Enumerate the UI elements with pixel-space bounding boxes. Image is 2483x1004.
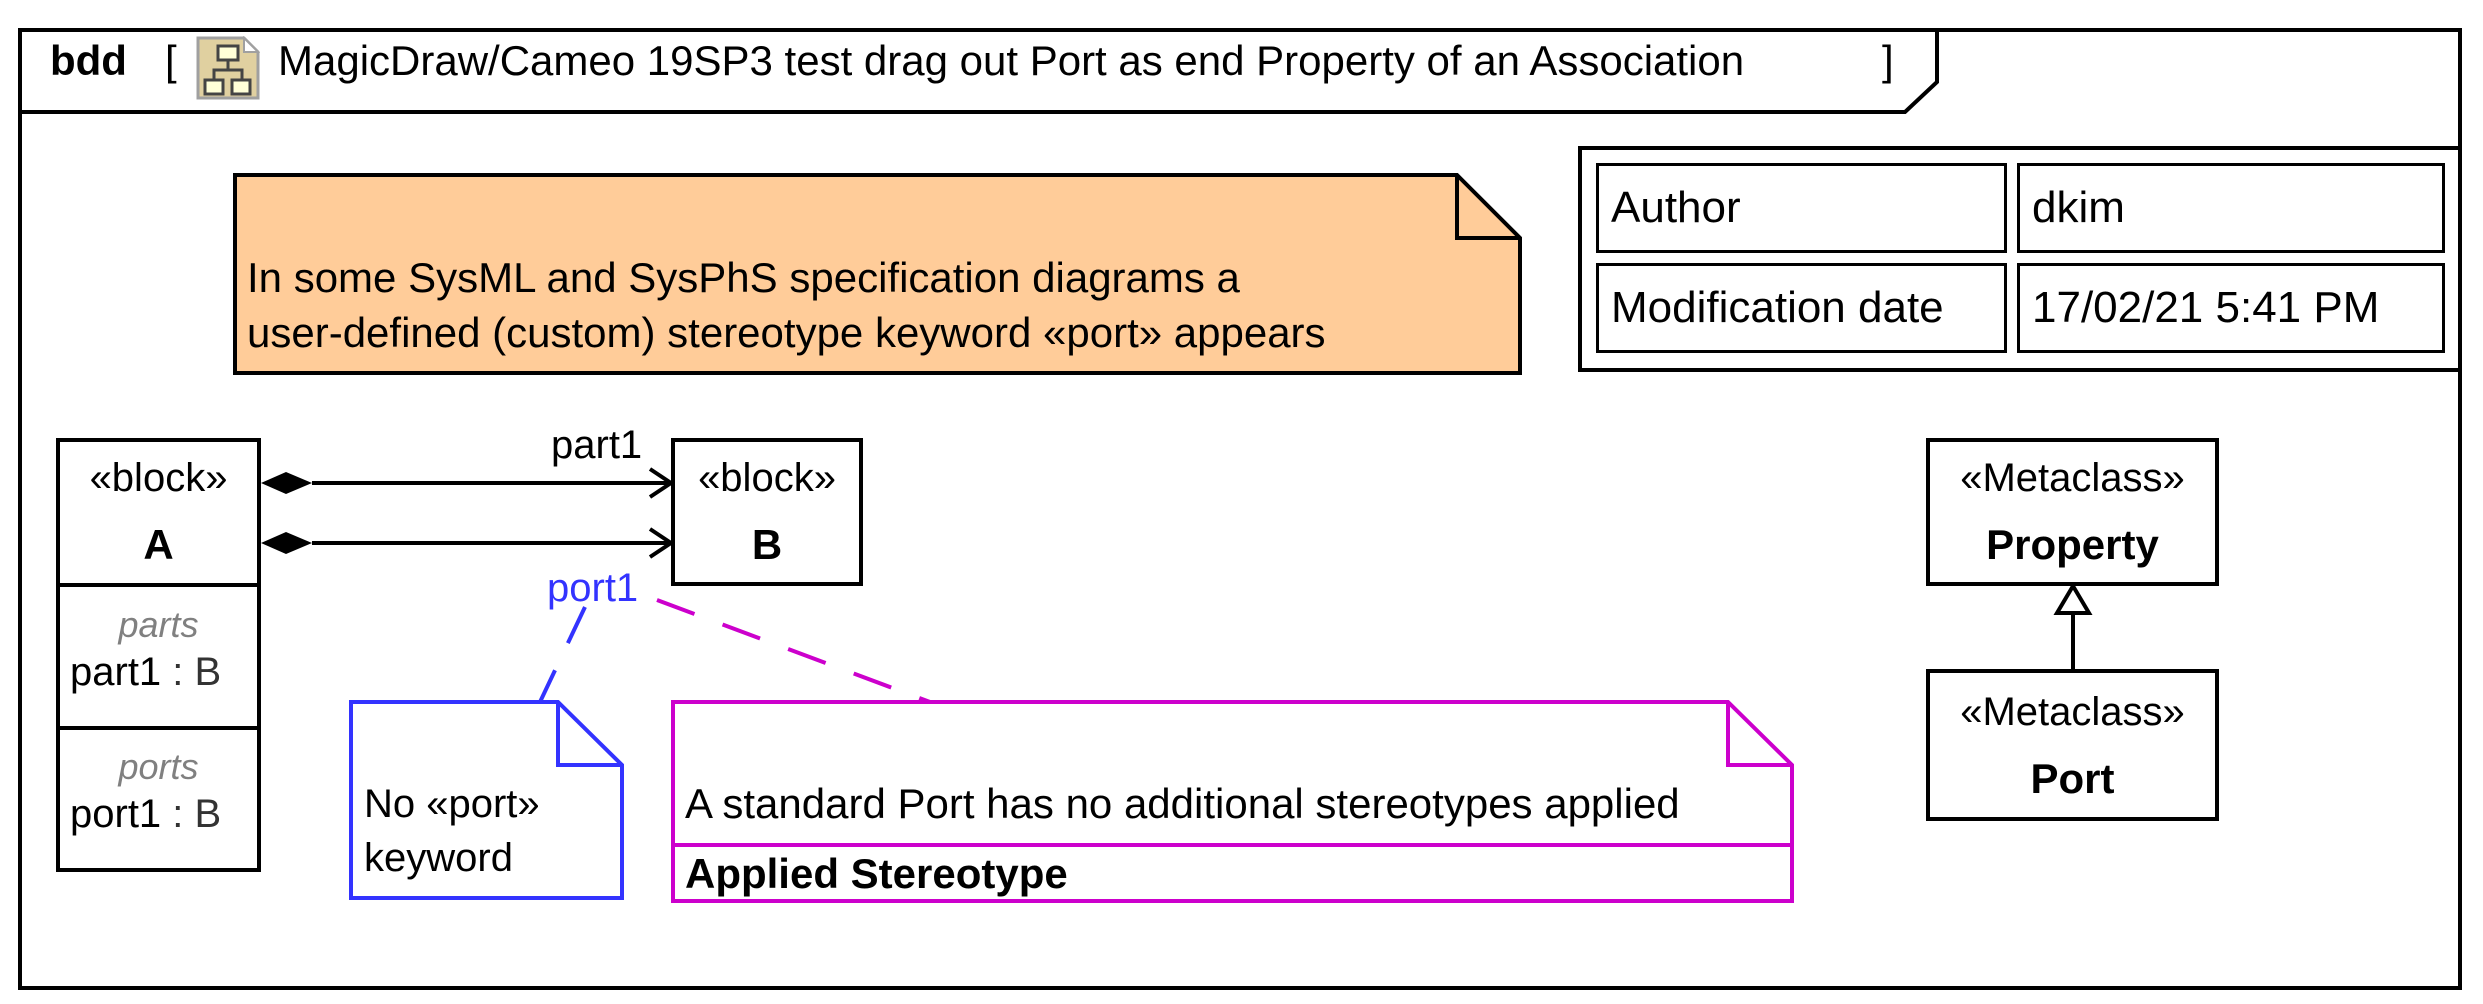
metaclass-property-stereotype: «Metaclass» <box>1960 456 2185 500</box>
comment-note-line1: In some SysML and SysPhS specification d… <box>247 254 1240 301</box>
info-table-border <box>1578 146 2462 372</box>
comment-note-fold <box>1455 175 1520 240</box>
frame-title-tab <box>20 30 1939 114</box>
part-type: B <box>194 650 222 694</box>
magenta-note-text: A standard Port has no additional stereo… <box>685 780 1680 827</box>
association-part1[interactable] <box>261 467 675 499</box>
magenta-note-anchor <box>656 598 931 704</box>
comment-note-shape <box>233 173 1522 375</box>
navigable-arrowhead-icon <box>648 467 675 499</box>
association-port1-role[interactable]: port1 <box>547 566 639 610</box>
block-a-port-row[interactable]: port1 : B <box>70 794 221 834</box>
port-name: port1 <box>70 792 162 836</box>
block-a-name: A <box>143 521 174 568</box>
moddate-label: Modification date <box>1611 283 1944 332</box>
info-table-author-label: Author <box>1596 163 2007 253</box>
metaclass-property-name: Property <box>1986 521 2159 568</box>
magenta-note-compartment: Applied Stereotype <box>685 850 1068 897</box>
frame-title-close-bracket: ] <box>1882 37 1894 84</box>
association-port1[interactable] <box>261 527 675 559</box>
metaclass-port-name: Port <box>2030 755 2115 802</box>
frame-kind: bdd <box>50 37 127 84</box>
block-a-shape[interactable] <box>56 438 261 872</box>
port-separator: : <box>161 792 195 836</box>
moddate-value: 17/02/21 5:41 PM <box>2032 283 2380 332</box>
part-name: part1 <box>70 650 162 694</box>
author-value: dkim <box>2032 183 2125 232</box>
info-table-moddate-value: 17/02/21 5:41 PM <box>2017 263 2445 353</box>
magenta-note-shape <box>671 700 1794 903</box>
block-a-parts-label: parts <box>118 604 199 645</box>
info-table-moddate-label: Modification date <box>1596 263 2007 353</box>
block-b-name: B <box>751 521 783 568</box>
info-table-author-value: dkim <box>2017 163 2445 253</box>
metaclass-port-shape[interactable] <box>1926 669 2219 821</box>
blue-note-anchor <box>538 606 587 703</box>
blue-note-shape <box>349 700 624 900</box>
association-part1-role[interactable]: part1 <box>551 423 643 467</box>
block-a-part-row[interactable]: part1 : B <box>70 652 221 692</box>
generalization-arrowhead-icon <box>2053 582 2093 615</box>
metaclass-port-stereotype: «Metaclass» <box>1960 690 2185 734</box>
comment-note-line2: user-defined (custom) stereotype keyword… <box>247 309 1326 356</box>
blue-note-line1: No «port» <box>364 782 540 826</box>
composite-diamond-icon <box>261 532 312 554</box>
blue-note-fold <box>556 702 622 767</box>
diagram-frame <box>18 28 2462 990</box>
frame-title: MagicDraw/Cameo 19SP3 test drag out Port… <box>278 37 1745 84</box>
block-b-shape[interactable] <box>671 438 863 586</box>
block-a-ports-label: ports <box>118 746 199 787</box>
blue-note-line2: keyword <box>364 836 513 880</box>
navigable-arrowhead-icon <box>648 527 675 559</box>
composite-diamond-icon <box>261 472 312 494</box>
block-a-stereotype: «block» <box>89 456 228 500</box>
port-type: B <box>194 792 222 836</box>
magenta-note-fold <box>1726 702 1792 767</box>
author-label: Author <box>1611 183 1741 232</box>
frame-title-open-bracket: [ <box>165 37 177 84</box>
generalization-port-property[interactable] <box>2053 582 2093 671</box>
part-separator: : <box>161 650 195 694</box>
class-diagram-icon <box>196 35 261 100</box>
block-b-stereotype: «block» <box>698 456 836 500</box>
